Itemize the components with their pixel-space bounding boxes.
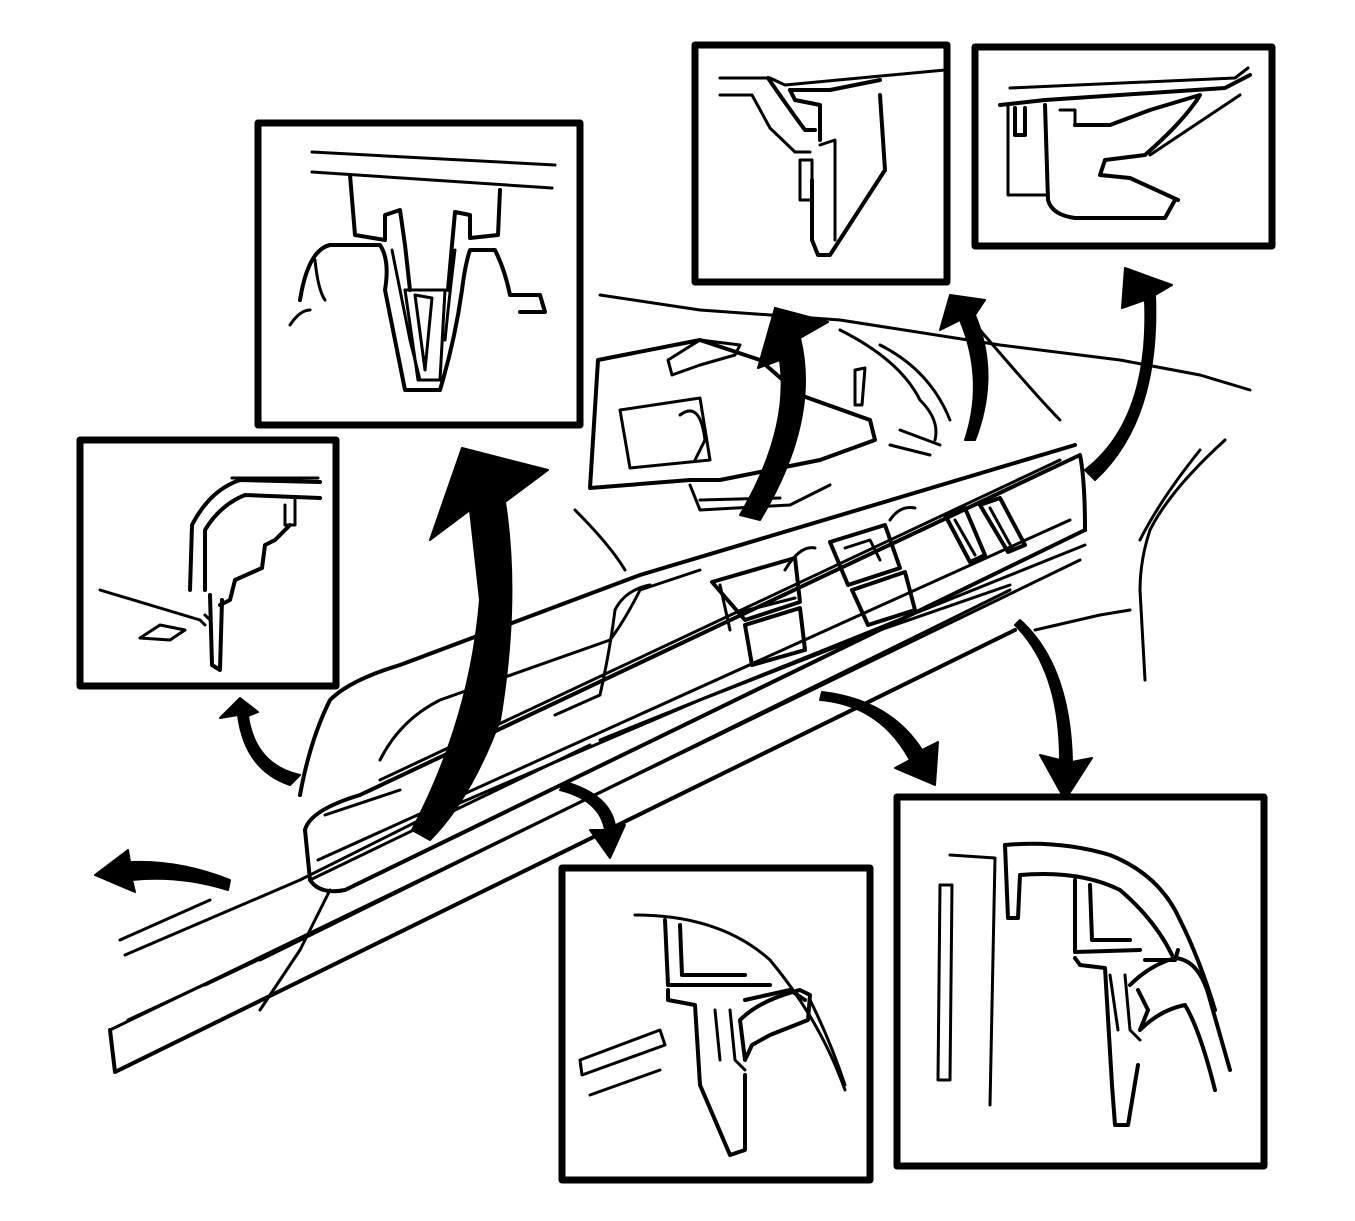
arrow-far-left xyxy=(94,849,231,893)
removal-arrows xyxy=(94,267,1173,893)
arrow-to-top-right-detail xyxy=(1084,267,1173,481)
window-switch-cluster xyxy=(710,496,1027,667)
detail-top-right-clip xyxy=(971,43,1276,250)
detail-left-hook-clip xyxy=(76,436,340,690)
arrow-to-bottom-center-detail xyxy=(559,781,626,859)
detail-bottom-right-clip xyxy=(893,793,1268,1170)
arrow-to-bottom-mid-detail xyxy=(819,691,939,786)
arrow-to-top-center-detail xyxy=(739,307,829,521)
arrow-to-top-left-detail xyxy=(411,447,549,841)
detail-bottom-center-clip xyxy=(558,864,874,1184)
arrow-to-left-detail xyxy=(219,697,301,786)
detail-top-left-clip xyxy=(254,119,584,429)
arrow-to-bottom-right-detail xyxy=(1014,619,1093,801)
detail-top-center-clip xyxy=(691,41,951,286)
arrow-to-top-mid-detail xyxy=(939,294,989,441)
